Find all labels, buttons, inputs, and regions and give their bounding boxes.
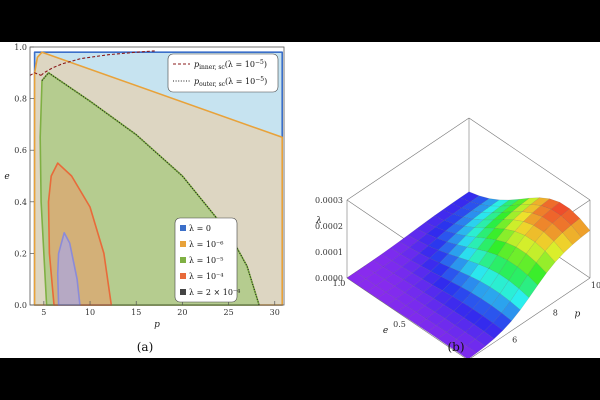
legend-label: λ = 10⁻⁵: [189, 256, 223, 265]
legend-swatch: [180, 241, 186, 247]
box-edge-1: [346, 117, 470, 201]
e-tick-label: 1.0: [333, 279, 346, 288]
p-tick-label: 10: [591, 281, 600, 290]
z-axis-label: λ: [315, 216, 322, 226]
legend-label: λ = 10⁻⁶: [189, 240, 223, 249]
p-axis-label: p: [575, 310, 581, 320]
x-tick-label: 20: [177, 308, 187, 317]
surface-patch: [544, 240, 565, 263]
y-tick-label: 0.4: [14, 198, 27, 207]
legend-label: λ = 10⁻⁴: [189, 272, 223, 281]
y-tick-label: 0.2: [14, 249, 27, 258]
legend-top-label: pinner, sc(λ = 10−5): [194, 59, 267, 71]
x-tick-label: 25: [223, 308, 233, 317]
legend-top-label: pouter, sc(λ = 10−5): [194, 76, 267, 88]
box-edge-9: [470, 277, 591, 358]
surface-patch: [570, 218, 591, 238]
box-edge-2: [468, 117, 591, 201]
reference-line-2: [29, 72, 42, 76]
y-axis-label: e: [4, 172, 9, 182]
surface-patch: [466, 338, 486, 354]
legend-swatch: [180, 225, 186, 231]
x-tick-label: 30: [270, 308, 280, 317]
x-tick-label: 10: [85, 308, 95, 317]
legend-swatch: [180, 273, 186, 279]
surface-patch: [518, 274, 538, 299]
e-axis-label: e: [383, 326, 388, 336]
panel-label-a: (a): [137, 340, 154, 354]
z-tick-label: 0.0000: [315, 274, 343, 283]
region-4: [56, 232, 81, 306]
surface-patch: [509, 288, 530, 311]
p-tick-label: 6: [512, 336, 517, 345]
panel-label-b: (b): [447, 340, 464, 354]
reference-line-1: [41, 72, 260, 306]
box-edge-8: [346, 277, 466, 358]
plot-frame: [29, 46, 285, 306]
e-tick-label: 0.5: [393, 320, 406, 329]
x-axis-label: p: [154, 320, 160, 330]
x-tick-label: 15: [131, 308, 141, 317]
legend-swatch: [180, 289, 186, 295]
surface-patch: [483, 322, 504, 339]
panel-b: 468100.00.51.00.00000.00010.00020.0003pe…: [315, 117, 600, 358]
surface-patch: [457, 345, 477, 358]
y-tick-label: 0.8: [14, 95, 27, 104]
legend-label: λ = 2 × 10⁻⁴: [189, 288, 240, 297]
panel-a: 5 10 15 20 25 30 0.0 0.2 0.4 0.6 0.8 1.0 p e pinner, s…: [4, 43, 285, 354]
y-tick-label: 0.0: [14, 301, 27, 310]
reference-line-0: [40, 50, 155, 76]
figure: 5 10 15 20 25 30 0.0 0.2 0.4 0.6 0.8 1.0 p e pinner, s…: [0, 42, 600, 358]
surface-patch: [562, 224, 582, 245]
z-tick-label: 0.0001: [315, 248, 343, 257]
x-tick-label: 5: [41, 308, 46, 317]
figure-svg: 5 10 15 20 25 30 0.0 0.2 0.4 0.6 0.8 1.0 p e pinner, s…: [4, 43, 600, 358]
y-tick-label: 0.6: [14, 146, 27, 155]
legend-top-box: [167, 53, 279, 93]
z-tick-label: 0.0003: [315, 196, 343, 205]
y-tick-label: 1.0: [14, 43, 27, 52]
legend-swatch: [180, 257, 186, 263]
legend-label: λ = 0: [189, 224, 211, 233]
p-tick-label: 8: [553, 308, 558, 317]
legend-bottom-box: [174, 217, 238, 303]
z-tick-label: 0.0002: [315, 222, 343, 231]
